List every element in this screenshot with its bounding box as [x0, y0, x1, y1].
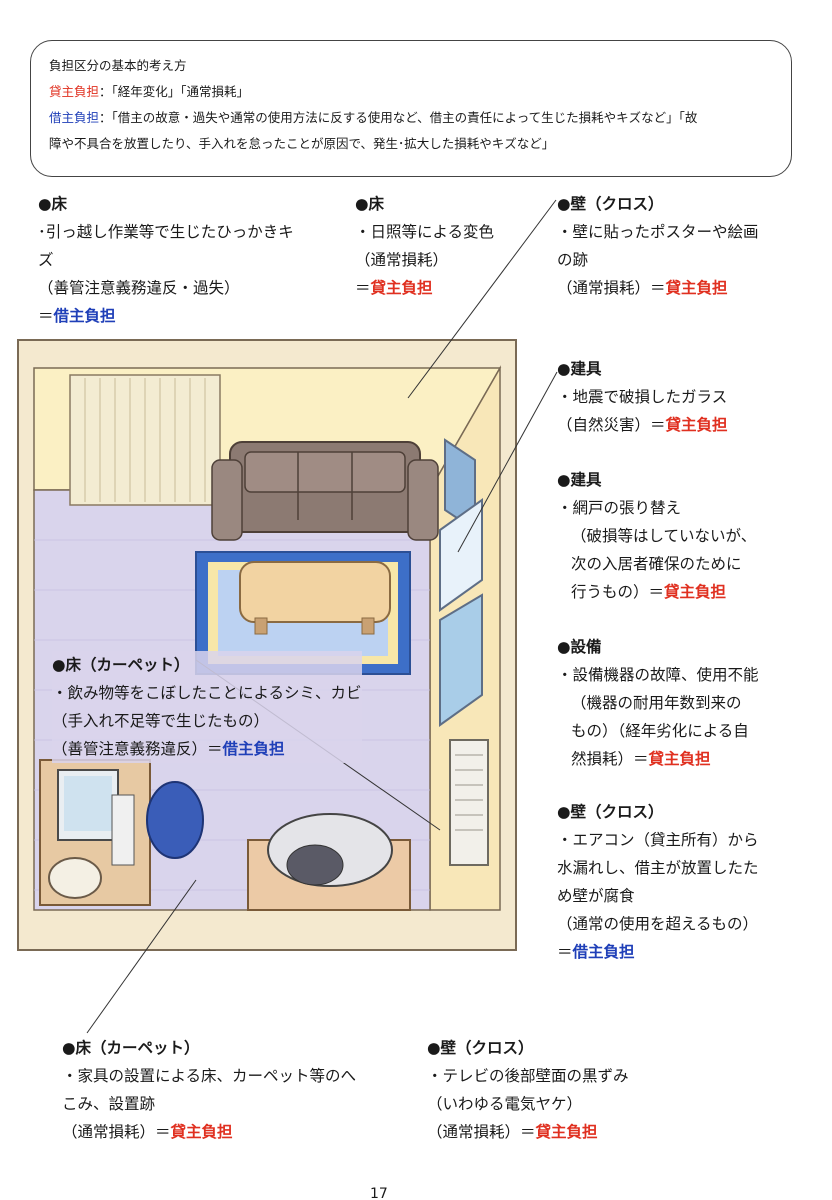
note-line: ズ: [38, 251, 54, 269]
note-line: （自然災害）＝: [557, 416, 666, 434]
room-illustration: [17, 339, 517, 951]
note-carpet-stain: ●床（カーペット） ・飲み物等をこぼしたことによるシミ、カビ （手入れ不足等で生…: [52, 651, 362, 763]
note-line: （破損等はしていないが、: [571, 527, 757, 545]
note-floor-scratch: ●床 ･引っ越し作業等で生じたひっかきキ ズ （善管注意義務違反・過失） ＝借主…: [38, 190, 294, 330]
note-line: ・日照等による変色: [355, 223, 495, 241]
note-line: ・エアコン（貸主所有）から: [557, 831, 759, 849]
note-head: ●設備: [557, 638, 602, 656]
note-line: ・設備機器の故障、使用不能: [557, 666, 759, 684]
page-number: 17: [370, 1186, 388, 1200]
note-result: 貸主負担: [665, 279, 728, 297]
note-eq: ＝: [38, 307, 54, 325]
note-line: （善管注意義務違反）＝: [52, 740, 223, 758]
note-line: ・壁に貼ったポスターや絵画: [557, 223, 759, 241]
note-line: もの）（経年劣化による自: [571, 722, 749, 740]
note-fitting-glass: ●建具 ・地震で破損したガラス （自然災害）＝貸主負担: [557, 355, 728, 439]
note-line: （手入れ不足等で生じたもの）: [52, 712, 270, 730]
note-line: （いわゆる電気ヤケ）: [427, 1095, 583, 1113]
note-line: （通常損耗）＝: [62, 1123, 171, 1141]
note-head: ●建具: [557, 471, 602, 489]
note-eq: ＝: [355, 279, 371, 297]
note-equipment: ●設備 ・設備機器の故障、使用不能 （機器の耐用年数到来の もの）（経年劣化によ…: [557, 633, 759, 773]
legend-lessor-label: 貸主負担: [49, 84, 100, 99]
legend-box: 負担区分の基本的考え方 貸主負担：「経年変化」「通常損耗」 借主負担：「借主の故…: [30, 40, 792, 177]
note-result-row: （通常損耗）＝貸主負担: [427, 1118, 629, 1146]
note-line: 水漏れし、借主が放置したた: [557, 859, 759, 877]
note-result-row: （通常損耗）＝貸主負担: [62, 1118, 356, 1146]
note-result: 貸主負担: [664, 583, 727, 601]
legend-lessor-row: 貸主負担：「経年変化」「通常損耗」: [49, 79, 773, 105]
note-line: 行うもの）＝: [571, 583, 665, 601]
note-floor-fade: ●床 ・日照等による変色 （通常損耗） ＝貸主負担: [355, 190, 494, 302]
note-result: 貸主負担: [648, 750, 711, 768]
note-carpet-dent: ●床（カーペット） ・家具の設置による床、カーペット等のへ こみ、設置跡 （通常…: [62, 1034, 356, 1146]
note-result: 貸主負担: [370, 279, 433, 297]
legend-lessee-text-2: 障や不具合を放置したり、手入れを怠ったことが原因で、発生･拡大した損耗やキズなど…: [49, 136, 555, 151]
note-line: ・網戸の張り替え: [557, 499, 682, 517]
note-line: （通常損耗）＝: [427, 1123, 536, 1141]
note-line: （通常の使用を超えるもの）: [557, 915, 759, 933]
note-line: （機器の耐用年数到来の: [571, 694, 742, 712]
note-result: 貸主負担: [665, 416, 728, 434]
note-head: ●床（カーペット）: [62, 1039, 200, 1057]
note-head: ●壁（クロス）: [427, 1039, 534, 1057]
note-eq: ＝: [557, 943, 573, 961]
note-result-row: ＝貸主負担: [355, 274, 494, 302]
note-head: ●床: [355, 195, 385, 213]
note-result: 貸主負担: [535, 1123, 598, 1141]
note-result-row: （自然災害）＝貸主負担: [557, 411, 728, 439]
note-result-row: ＝借主負担: [557, 938, 759, 966]
note-head: ●建具: [557, 360, 602, 378]
note-head: ●床（カーペット）: [52, 656, 190, 674]
note-wall-leak: ●壁（クロス） ・エアコン（貸主所有）から 水漏れし、借主が放置したた め壁が腐…: [557, 798, 759, 966]
note-head: ●壁（クロス）: [557, 195, 664, 213]
note-line: ・飲み物等をこぼしたことによるシミ、カビ: [52, 684, 362, 702]
legend-lessee-row: 借主負担：「借主の故意・過失や通常の使用方法に反する使用など、借主の責任によって…: [49, 105, 773, 131]
note-line: ・家具の設置による床、カーペット等のへ: [62, 1067, 357, 1085]
note-wall-tv: ●壁（クロス） ・テレビの後部壁面の黒ずみ （いわゆる電気ヤケ） （通常損耗）＝…: [427, 1034, 629, 1146]
note-result-row: 然損耗）＝貸主負担: [557, 745, 759, 773]
note-result-row: ＝借主負担: [38, 302, 294, 330]
note-result-row: （通常損耗）＝貸主負担: [557, 274, 759, 302]
note-line: （通常損耗）: [355, 251, 449, 269]
note-result: 借主負担: [53, 307, 116, 325]
note-line: （通常損耗）＝: [557, 279, 666, 297]
note-line: （善管注意義務違反・過失）: [38, 279, 240, 297]
legend-lessee-text-1: ：「借主の故意・過失や通常の使用方法に反する使用など、借主の責任によって生じた損…: [99, 110, 698, 125]
note-result-row: 行うもの）＝貸主負担: [557, 578, 756, 606]
note-line: 然損耗）＝: [571, 750, 649, 768]
note-head: ●床: [38, 195, 68, 213]
note-line: ・地震で破損したガラス: [557, 388, 728, 406]
legend-lessor-text: ：「経年変化」「通常損耗」: [99, 84, 250, 99]
note-result: 貸主負担: [170, 1123, 233, 1141]
note-line: 次の入居者確保のために: [571, 555, 742, 573]
note-result: 借主負担: [572, 943, 635, 961]
note-line: め壁が腐食: [557, 887, 635, 905]
note-head: ●壁（クロス）: [557, 803, 664, 821]
legend-title: 負担区分の基本的考え方: [49, 58, 187, 73]
note-line: ･引っ越し作業等で生じたひっかきキ: [38, 223, 294, 241]
note-result: 借主負担: [222, 740, 285, 758]
note-wall-poster: ●壁（クロス） ・壁に貼ったポスターや絵画 の跡 （通常損耗）＝貸主負担: [557, 190, 759, 302]
note-result-row: （善管注意義務違反）＝借主負担: [52, 735, 362, 763]
note-line: の跡: [557, 251, 589, 269]
legend-lessee-label: 借主負担: [49, 110, 100, 125]
note-line: こみ、設置跡: [62, 1095, 156, 1113]
note-line: ・テレビの後部壁面の黒ずみ: [427, 1067, 629, 1085]
note-fitting-screen: ●建具 ・網戸の張り替え （破損等はしていないが、 次の入居者確保のために 行う…: [557, 466, 756, 606]
